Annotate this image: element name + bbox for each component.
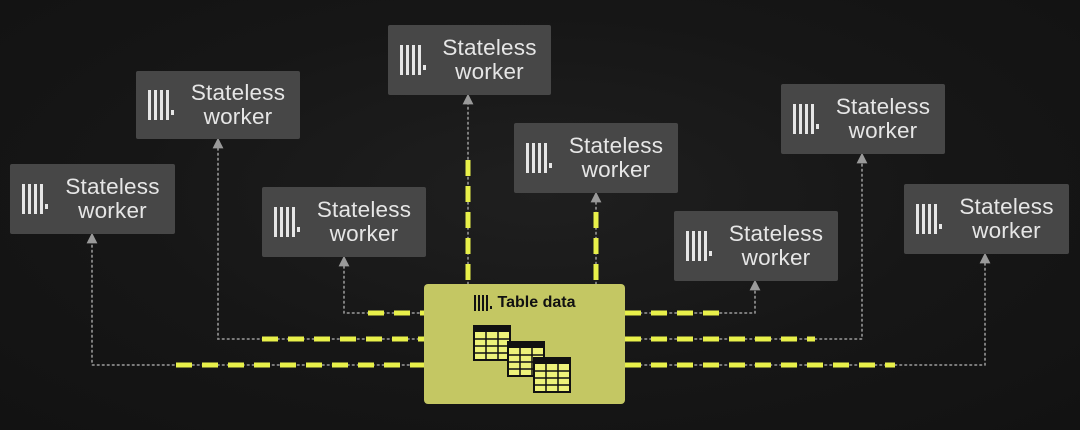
bars-logo-icon [20,183,50,215]
connector-line [212,137,425,340]
bars-logo-icon [684,230,714,262]
connector-line [624,152,868,340]
bars-logo-icon [791,103,821,135]
bars-logo-icon [473,295,492,311]
table-data-header: Table data [424,294,625,312]
table-data-title: Table data [497,294,576,311]
spreadsheet-stack-icon [473,325,571,393]
table-data-node: Table data [424,284,625,404]
bars-logo-icon [398,44,428,76]
bars-logo-icon [146,89,176,121]
bars-logo-icon [524,142,554,174]
connector-line [86,232,425,366]
connector-line [624,279,761,314]
bars-logo-icon [914,203,944,235]
bars-logo-icon [272,206,302,238]
connector-line [338,255,425,314]
